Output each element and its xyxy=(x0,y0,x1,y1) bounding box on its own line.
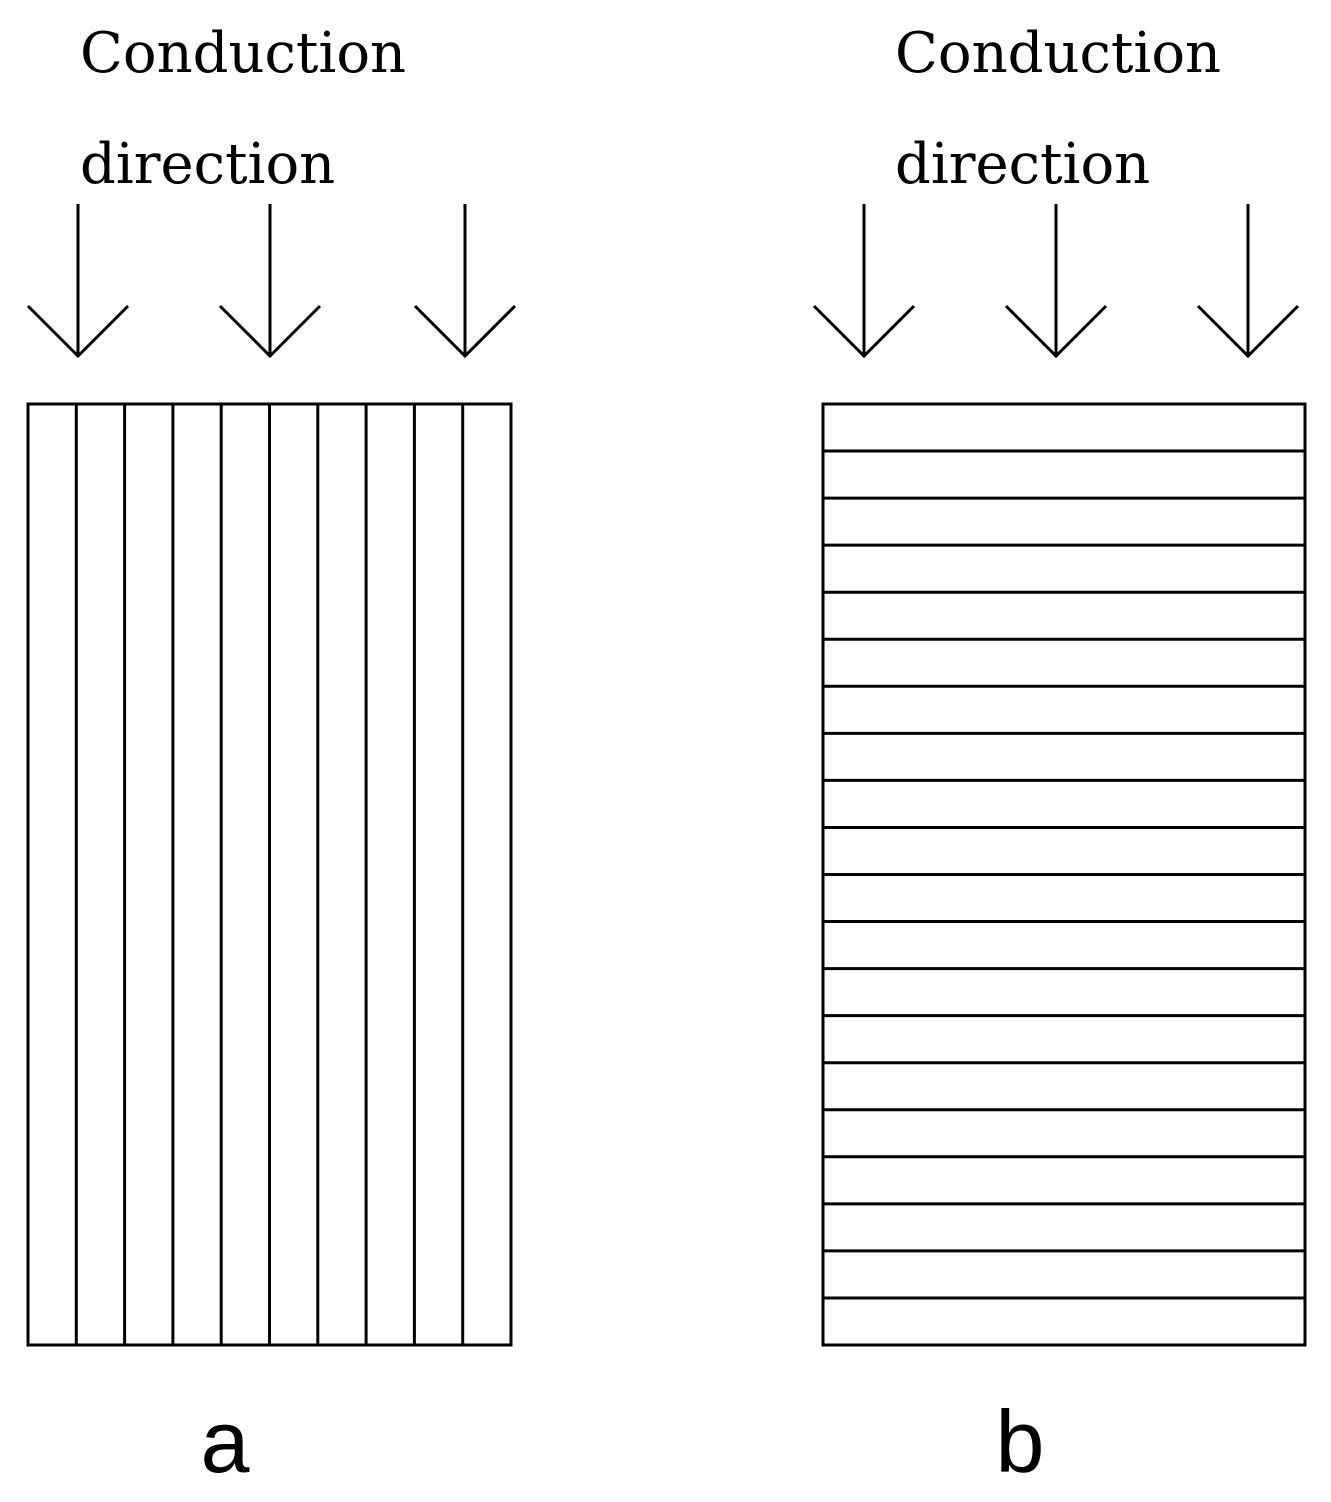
panel-b: Conduction direction b xyxy=(812,21,1307,1491)
caption-line1-a: Conduction xyxy=(80,21,406,86)
arrow-down-icon xyxy=(413,204,517,359)
panel-label-b: b xyxy=(996,1392,1045,1491)
arrow-down-icon xyxy=(26,204,130,359)
caption-line2-b: direction xyxy=(895,132,1150,197)
arrows-a xyxy=(26,204,517,359)
arrow-down-icon xyxy=(218,204,322,359)
panel-a: Conduction direction a xyxy=(26,21,517,1491)
panel-label-a: a xyxy=(201,1392,250,1491)
caption-line1-b: Conduction xyxy=(895,21,1221,86)
arrow-down-icon xyxy=(1196,204,1300,359)
caption-line2-a: direction xyxy=(80,132,335,197)
layers-a xyxy=(74,404,465,1345)
arrows-b xyxy=(812,204,1300,359)
arrow-down-icon xyxy=(1004,204,1108,359)
arrow-down-icon xyxy=(812,204,916,359)
layers-b xyxy=(823,449,1305,1300)
